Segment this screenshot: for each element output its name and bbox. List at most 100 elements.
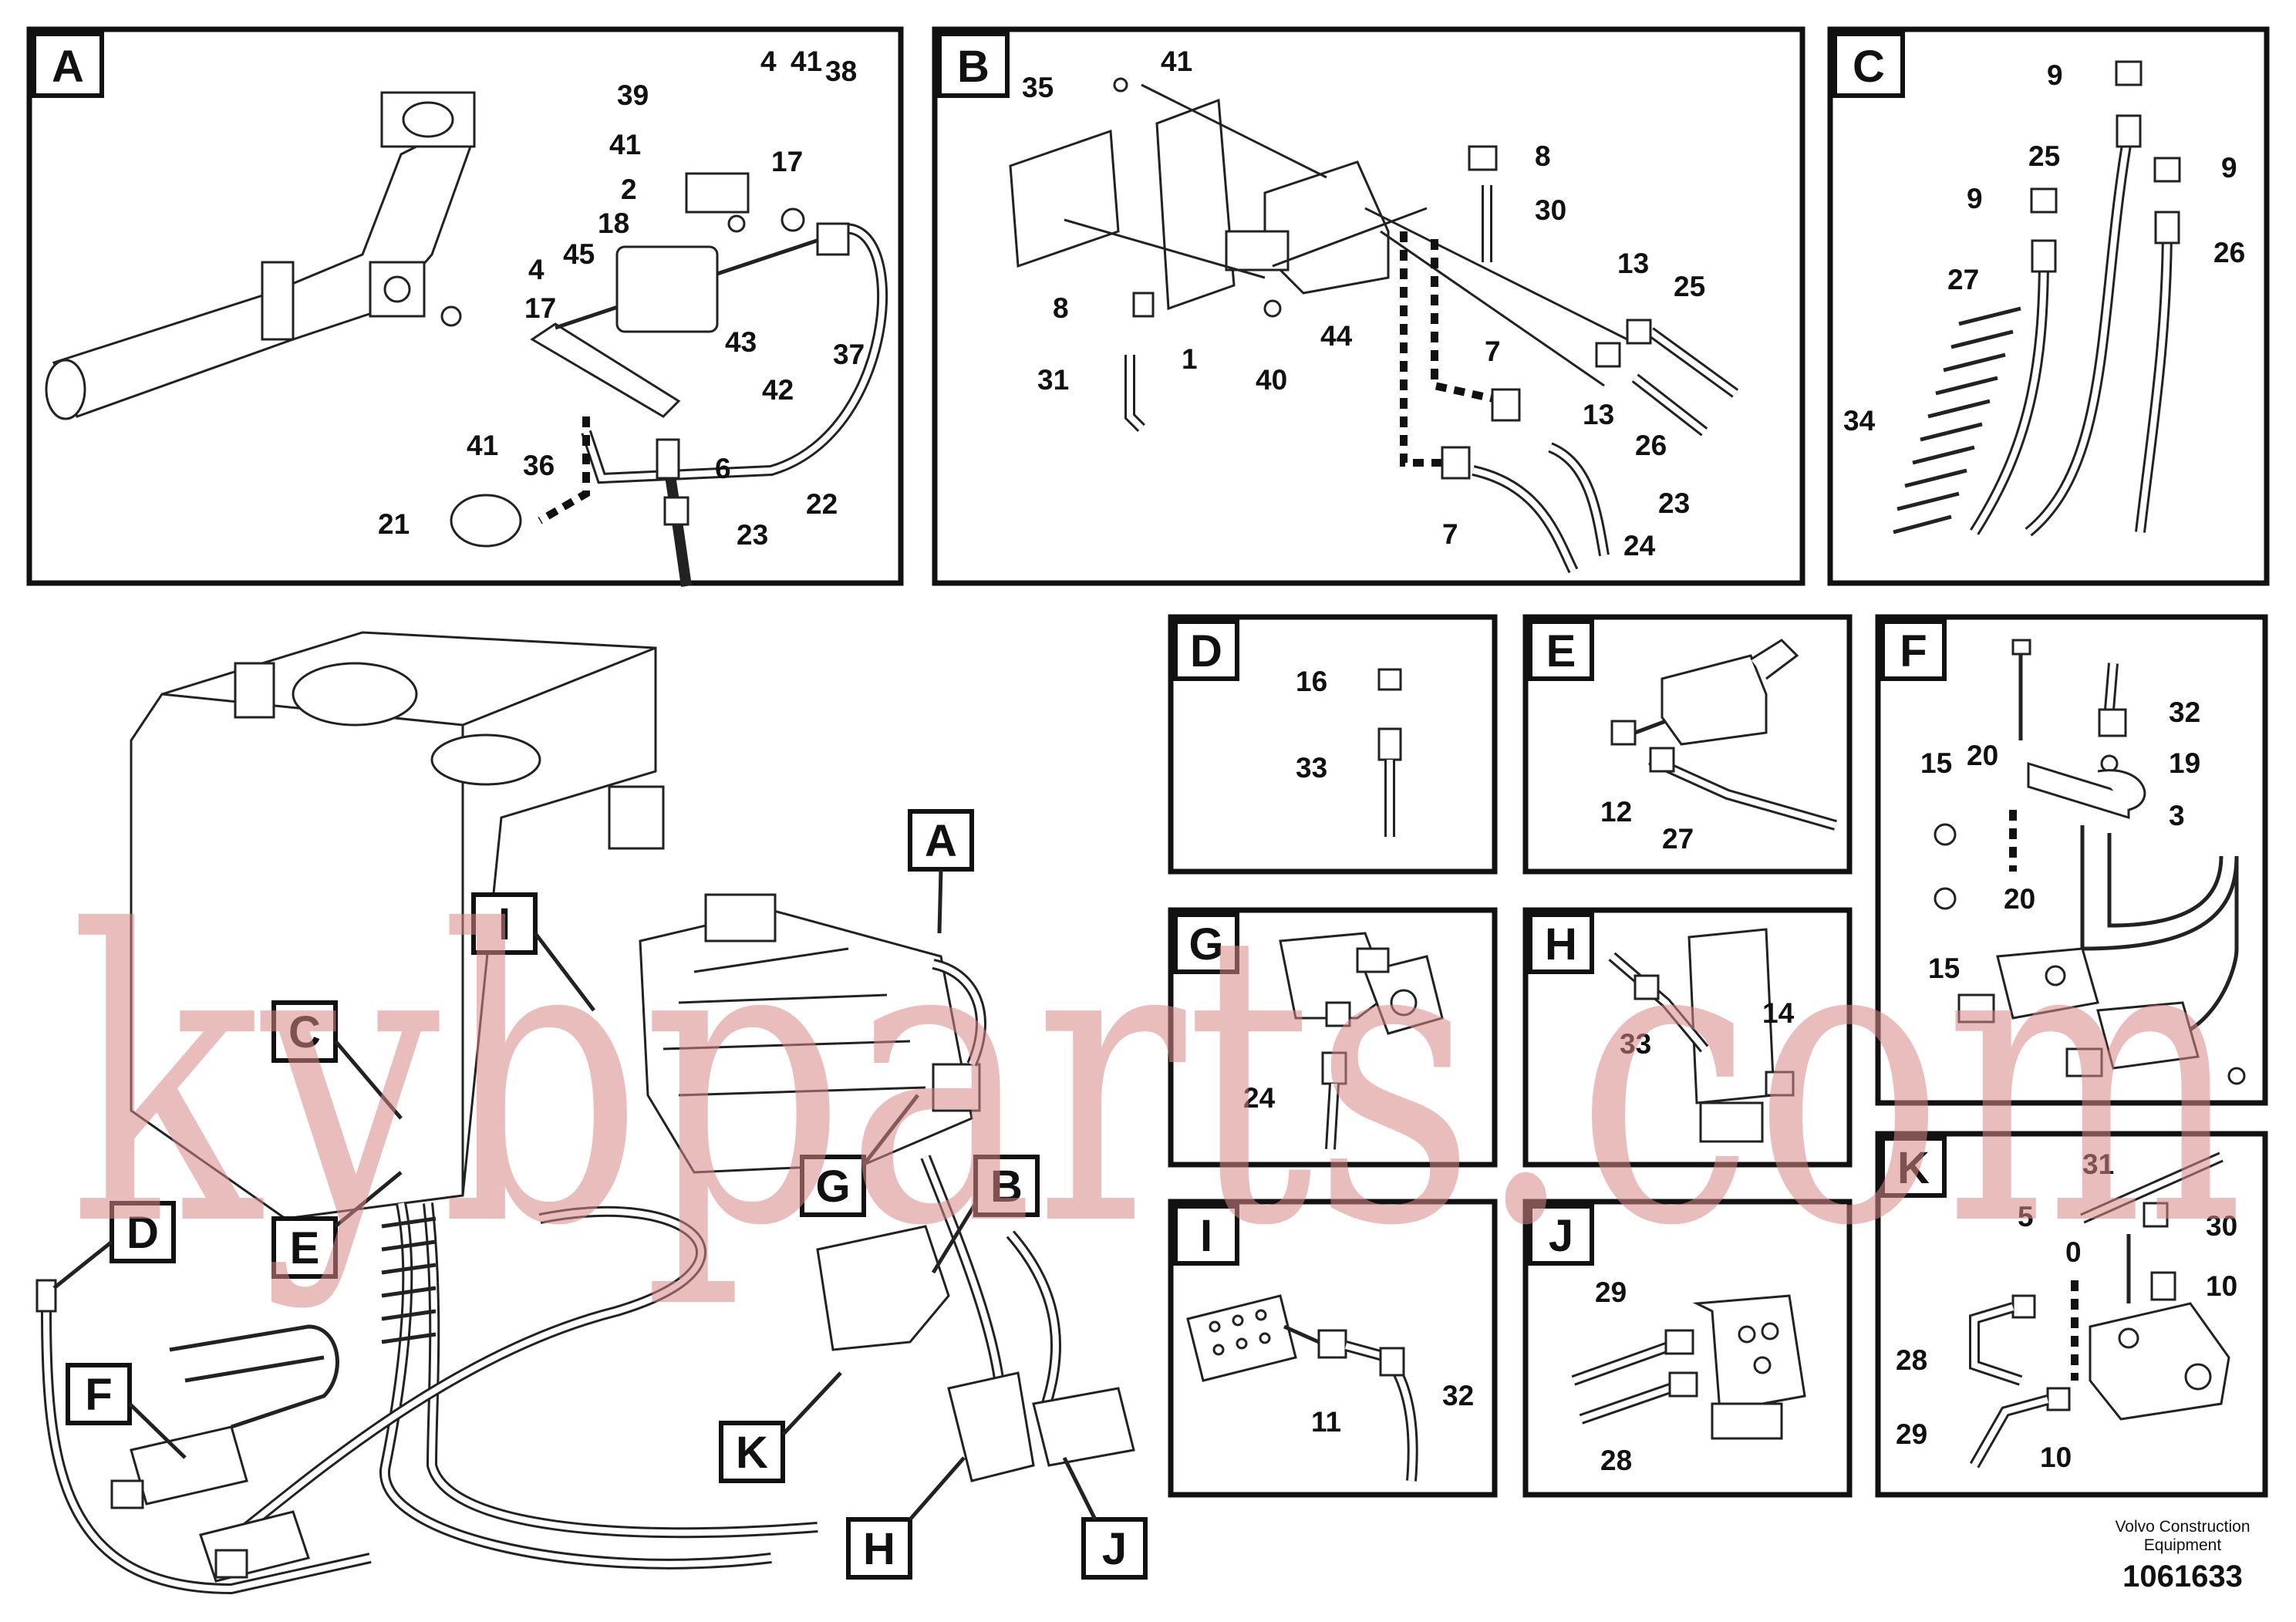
callout: 17 <box>771 146 803 177</box>
overview-tag-e: E <box>271 1171 403 1279</box>
callout: 11 <box>1311 1406 1341 1438</box>
panel-f: F 32 15 20 19 3 20 15 <box>1875 614 2268 1106</box>
panel-e-tag: E <box>1546 626 1576 676</box>
callout: 24 <box>1243 1082 1276 1114</box>
callout: 34 <box>1843 405 1876 437</box>
callout: 20 <box>2004 883 2035 915</box>
callout: 30 <box>2206 1210 2237 1242</box>
callout: 31 <box>2082 1148 2114 1180</box>
callout: 7 <box>1485 336 1501 367</box>
panel-h-tag-box <box>1528 912 1594 974</box>
panel-e: E 12 27 <box>1522 614 1853 875</box>
callout: 39 <box>617 79 649 111</box>
svg-text:H: H <box>863 1524 895 1574</box>
panel-b-drawing <box>1009 77 1739 574</box>
overview-tags: A I C G B E D <box>52 809 1148 1580</box>
panel-g-tag: G <box>1188 919 1223 969</box>
callout: 8 <box>1535 140 1551 172</box>
callout: 3 <box>2169 800 2185 831</box>
panel-k-tag: K <box>1897 1143 1930 1193</box>
panel-b-callouts: 35 41 8 30 8 1 40 44 13 25 31 7 13 26 7 … <box>1022 46 1705 561</box>
callout: 5 <box>2018 1201 2034 1233</box>
panel-f-drawing <box>1934 639 2246 1085</box>
panel-j-tag-box <box>1528 1204 1594 1266</box>
svg-text:E: E <box>290 1223 320 1273</box>
svg-text:G: G <box>815 1162 850 1212</box>
panel-d-drawing <box>1377 668 1402 837</box>
svg-text:C: C <box>288 1007 321 1057</box>
callout: 10 <box>2040 1442 2072 1473</box>
watermark: kybparts.com <box>69 846 2244 1313</box>
panel-e-tag-box <box>1528 619 1594 681</box>
panel-f-tag: F <box>1900 626 1927 676</box>
callout: 14 <box>1762 997 1795 1029</box>
overview-tag-d: D <box>52 1201 176 1290</box>
panel-j: J 29 28 <box>1522 1199 1853 1498</box>
callout: 1 <box>1182 343 1198 375</box>
callout: 41 <box>1161 46 1192 77</box>
callout: 29 <box>1896 1418 1927 1450</box>
callout: 38 <box>825 56 857 87</box>
svg-text:A: A <box>925 816 957 866</box>
callout: 2 <box>621 174 637 205</box>
panel-k: K 31 5 0 30 10 28 29 10 <box>1875 1131 2268 1498</box>
panel-b: B <box>932 26 1805 586</box>
panel-a: A 39 4 <box>26 26 904 587</box>
panel-g: G 24 <box>1168 907 1498 1168</box>
panel-a-callouts: 39 4 41 38 41 17 2 18 45 4 17 43 37 42 4… <box>378 46 865 551</box>
callout: 23 <box>1658 487 1690 519</box>
callout: 23 <box>737 519 768 551</box>
svg-text:D: D <box>126 1208 159 1258</box>
panel-h-drawing <box>1608 928 1795 1143</box>
callout: 18 <box>598 207 629 239</box>
panel-a-drawing <box>45 91 888 587</box>
callout: 9 <box>2047 59 2063 91</box>
callout: 21 <box>378 508 410 540</box>
svg-text:B: B <box>990 1162 1023 1212</box>
callout: 33 <box>1296 752 1327 784</box>
panel-d-frame <box>1168 614 1498 875</box>
overview-tag-i: I <box>471 892 595 1012</box>
callout: 26 <box>1635 430 1667 461</box>
panel-h: H 33 14 <box>1522 907 1853 1168</box>
callout: 43 <box>725 326 757 358</box>
callout: 30 <box>1535 194 1566 226</box>
drawing-number: 1061633 <box>2122 1560 2243 1593</box>
callout: 20 <box>1967 740 1998 771</box>
callout: 45 <box>563 238 595 270</box>
panel-h-tag: H <box>1545 919 1577 969</box>
callout: 22 <box>806 488 838 520</box>
callout: 0 <box>2065 1236 2082 1268</box>
panel-k-tag-box <box>1880 1136 1947 1198</box>
callout: 32 <box>2169 696 2200 728</box>
svg-text:K: K <box>736 1428 768 1478</box>
callout: 28 <box>1600 1445 1632 1476</box>
callout: 4 <box>528 254 544 285</box>
callout: 35 <box>1022 72 1054 103</box>
footer: Volvo Construction Equipment 1061633 <box>2082 1518 2283 1594</box>
panel-c-callouts: 9 25 9 9 27 26 34 <box>1843 59 2245 437</box>
callout: 40 <box>1256 364 1287 396</box>
panel-b-tag-box <box>937 32 1010 98</box>
callout: 29 <box>1595 1276 1627 1308</box>
panel-j-drawing <box>1571 1294 1806 1440</box>
callout: 31 <box>1037 364 1069 396</box>
overview-tag-j: J <box>1062 1456 1148 1580</box>
callout: 33 <box>1620 1028 1651 1060</box>
panel-k-drawing <box>1969 1152 2230 1469</box>
callout: 8 <box>1053 292 1069 324</box>
callout: 13 <box>1617 248 1649 279</box>
svg-text:J: J <box>1102 1524 1127 1574</box>
callout: 13 <box>1583 399 1614 430</box>
callout: 25 <box>2028 140 2060 172</box>
overview-tag-h: H <box>846 1456 966 1580</box>
overview-tag-c: C <box>271 1000 403 1120</box>
footer-company-line2: Equipment <box>2143 1536 2222 1554</box>
callout: 15 <box>1920 747 1952 779</box>
panel-j-tag: J <box>1549 1211 1573 1261</box>
overview-drawing <box>35 631 1135 1595</box>
callout: 25 <box>1674 271 1705 302</box>
callout: 17 <box>524 292 556 324</box>
panel-i-drawing <box>1186 1294 1418 1482</box>
